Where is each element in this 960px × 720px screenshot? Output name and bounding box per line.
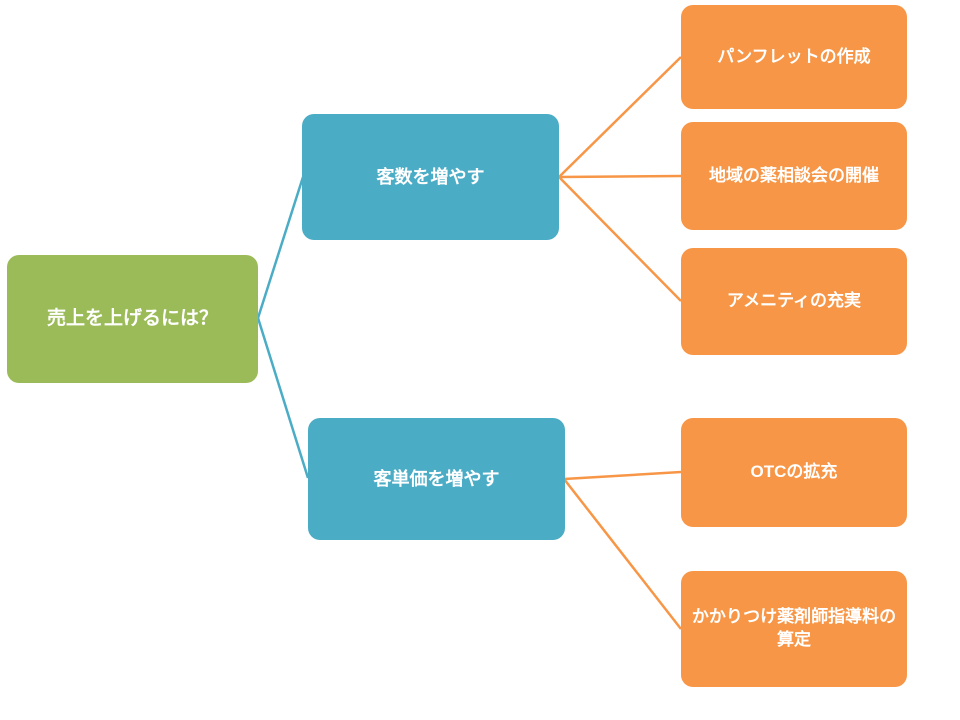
node-label: 客数を増やす [376, 166, 485, 187]
root-node-increase-sales: 売上を上げるには？ [7, 255, 258, 383]
node-label: 客単価を増やす [373, 468, 500, 489]
leaf-node-local-medicine-consultation: 地域の薬相談会の開催 [681, 122, 907, 230]
branch-node-increase-spend-per-customer: 客単価を増やす [308, 418, 565, 540]
node-label: かかりつけ薬剤師指導料の算定 [691, 607, 897, 649]
connector-branch1-to-leaf1 [558, 56, 682, 178]
connector-branch1-to-leaf2 [558, 174, 682, 179]
leaf-node-pamphlet-creation: パンフレットの作成 [681, 5, 907, 109]
leaf-node-otc-expansion: OTCの拡充 [681, 418, 907, 527]
connector-branch1-to-leaf3 [558, 176, 682, 302]
leaf-node-amenity-enhancement: アメニティの充実 [681, 248, 907, 355]
leaf-node-family-pharmacist-fee: かかりつけ薬剤師指導料の算定 [681, 571, 907, 687]
node-label: OTCの拡充 [750, 462, 838, 482]
connector-root-to-branch1 [256, 176, 305, 319]
node-label: 売上を上げるには？ [46, 308, 218, 330]
branch-node-increase-customers: 客数を増やす [302, 114, 559, 240]
connector-root-to-branch2 [256, 317, 310, 479]
node-label: パンフレットの作成 [717, 46, 871, 66]
connector-branch2-to-leaf5 [563, 478, 682, 630]
connector-branch2-to-leaf4 [563, 470, 682, 481]
node-label: アメニティの充実 [726, 291, 862, 311]
node-label: 地域の薬相談会の開催 [709, 165, 879, 185]
